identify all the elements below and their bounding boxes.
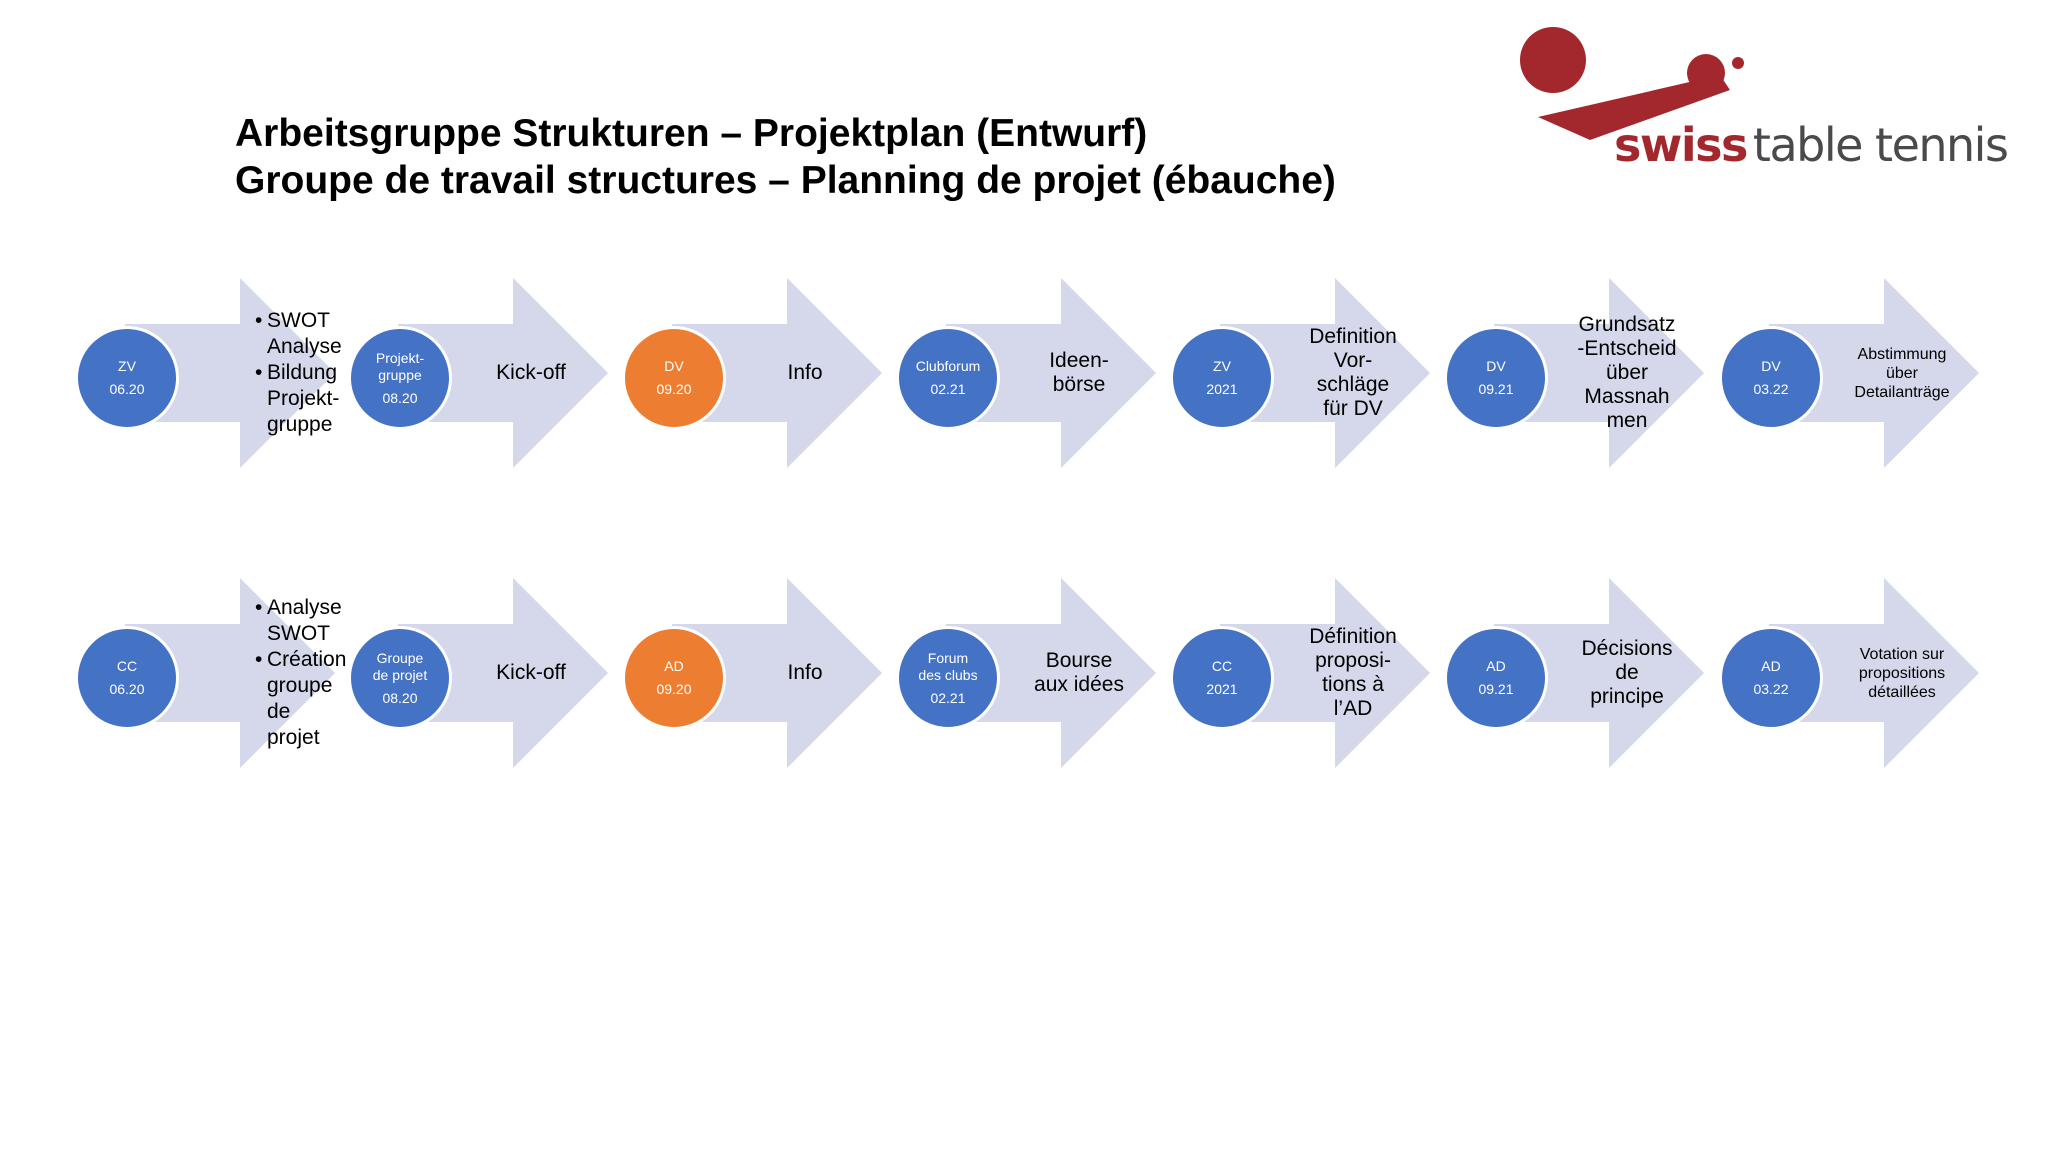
timeline-step: Groupe de projet 08.20 Kick-off: [348, 578, 608, 768]
logo-swiss-text: swiss: [1614, 118, 1748, 172]
step-arrow-shape: [398, 278, 608, 468]
milestone-date: 06.20: [109, 681, 145, 697]
page-title: Arbeitsgruppe Strukturen – Projektplan (…: [235, 110, 1336, 204]
milestone-date: 2021: [1206, 381, 1238, 397]
milestone-date: 02.21: [930, 381, 966, 397]
milestone-date: 09.20: [656, 381, 692, 397]
timeline-step: ZV 2021 Definition Vor- schläge für DV: [1170, 278, 1430, 468]
timeline-step: AD 03.22 Votation sur propositions détaill…: [1719, 578, 1979, 768]
step-bullet-item: Création groupe de projet: [255, 647, 365, 751]
milestone-date: 03.22: [1753, 681, 1789, 697]
step-arrow-shape: [672, 278, 882, 468]
step-label: Décisions de principe: [1581, 637, 1673, 708]
step-arrow-shape: [1494, 278, 1704, 468]
milestone-circle: ZV 2021: [1170, 326, 1274, 430]
milestone-circle: Clubforum 02.21: [896, 326, 1000, 430]
step-label: Votation sur propositions détaillées: [1858, 645, 1946, 701]
step-bullet-item: Bildung Projekt- gruppe: [255, 360, 365, 438]
title-german: Arbeitsgruppe Strukturen – Projektplan (…: [235, 112, 1148, 155]
milestone-body: ZV: [118, 358, 136, 374]
milestone-body: Groupe de projet: [372, 649, 428, 683]
timeline-step: AD 09.21 Décisions de principe: [1444, 578, 1704, 768]
milestone-body: Clubforum: [915, 358, 981, 374]
step-arrow-shape: [1220, 278, 1430, 468]
milestone-circle: CC 2021: [1170, 626, 1274, 730]
timeline-step: Forum des clubs 02.21 Bourse aux idées: [896, 578, 1156, 768]
step-arrow-shape: [946, 278, 1156, 468]
step-label: Ideen- börse: [1049, 349, 1109, 396]
step-bullet-list: Analyse SWOTCréation groupe de projet: [255, 578, 365, 768]
milestone-circle: Groupe de projet 08.20: [348, 626, 452, 730]
milestone-date: 09.20: [656, 681, 692, 697]
timeline-step: AD 09.20 Info: [622, 578, 882, 768]
step-label: Info: [787, 661, 823, 684]
milestone-body: AD: [1761, 658, 1781, 674]
milestone-body: Forum des clubs: [918, 649, 978, 683]
milestone-circle: ZV 06.20: [75, 326, 179, 430]
step-label: Grundsatz -Entscheid über Massnah men: [1577, 313, 1677, 432]
milestone-date: 06.20: [109, 381, 145, 397]
milestone-date: 09.21: [1478, 381, 1514, 397]
step-label: Info: [787, 361, 823, 384]
timeline-step: DV 09.20 Info: [622, 278, 882, 468]
step-arrow-shape: [398, 578, 608, 768]
milestone-circle: DV 09.21: [1444, 326, 1548, 430]
swiss-table-tennis-logo: [1520, 27, 1744, 140]
logo-table-tennis-text: table tennis: [1752, 118, 2009, 172]
timeline-step: Projekt- gruppe 08.20 Kick-off: [348, 278, 608, 468]
milestone-body: DV: [1761, 358, 1781, 374]
milestone-body: CC: [1211, 658, 1233, 674]
milestone-body: AD: [664, 658, 684, 674]
milestone-circle: CC 06.20: [75, 626, 179, 730]
title-french: Groupe de travail structures – Planning …: [235, 159, 1336, 202]
milestone-body: DV: [1486, 358, 1506, 374]
milestone-body: DV: [664, 358, 684, 374]
step-bullet-item: Analyse SWOT: [255, 595, 365, 647]
timeline-step: Clubforum 02.21 Ideen- börse: [896, 278, 1156, 468]
milestone-body: Projekt- gruppe: [375, 349, 425, 383]
step-label: Bourse aux idées: [1034, 649, 1124, 696]
step-label: Kick-off: [496, 661, 566, 684]
step-label: Definition Vor- schläge für DV: [1309, 325, 1397, 420]
milestone-circle: DV 09.20: [622, 326, 726, 430]
milestone-circle: Projekt- gruppe 08.20: [348, 326, 452, 430]
step-bullet-item: SWOT Analyse: [255, 308, 365, 360]
step-bullet-list: SWOT AnalyseBildung Projekt- gruppe: [255, 278, 365, 468]
step-arrow-shape: [672, 578, 882, 768]
milestone-date: 02.21: [930, 689, 966, 706]
step-arrow-shape: [1769, 278, 1979, 468]
milestone-date: 08.20: [382, 689, 418, 706]
timeline-step: CC 2021 Définition proposi- tions à l’AD: [1170, 578, 1430, 768]
step-label: Abstimmung über Detailanträge: [1854, 345, 1950, 401]
milestone-circle: AD 09.21: [1444, 626, 1548, 730]
milestone-body: CC: [116, 658, 138, 674]
milestone-body: AD: [1486, 658, 1506, 674]
milestone-date: 03.22: [1753, 381, 1789, 397]
milestone-circle: Forum des clubs 02.21: [896, 626, 1000, 730]
milestone-date: 09.21: [1478, 681, 1514, 697]
milestone-body: ZV: [1213, 358, 1231, 374]
milestone-circle: AD 09.20: [622, 626, 726, 730]
milestone-circle: AD 03.22: [1719, 626, 1823, 730]
timeline-step: DV 03.22 Abstimmung über Detailanträge: [1719, 278, 1979, 468]
timeline-step: DV 09.21 Grundsatz -Entscheid über Massnah…: [1444, 278, 1704, 468]
milestone-circle: DV 03.22: [1719, 326, 1823, 430]
step-arrow-shape: [1220, 578, 1430, 768]
milestone-date: 08.20: [382, 389, 418, 406]
step-arrow-shape: [1769, 578, 1979, 768]
step-arrow-shape: [1494, 578, 1704, 768]
step-label: Kick-off: [496, 361, 566, 384]
step-arrow-shape: [946, 578, 1156, 768]
milestone-date: 2021: [1206, 681, 1238, 697]
step-label: Définition proposi- tions à l’AD: [1309, 625, 1397, 720]
